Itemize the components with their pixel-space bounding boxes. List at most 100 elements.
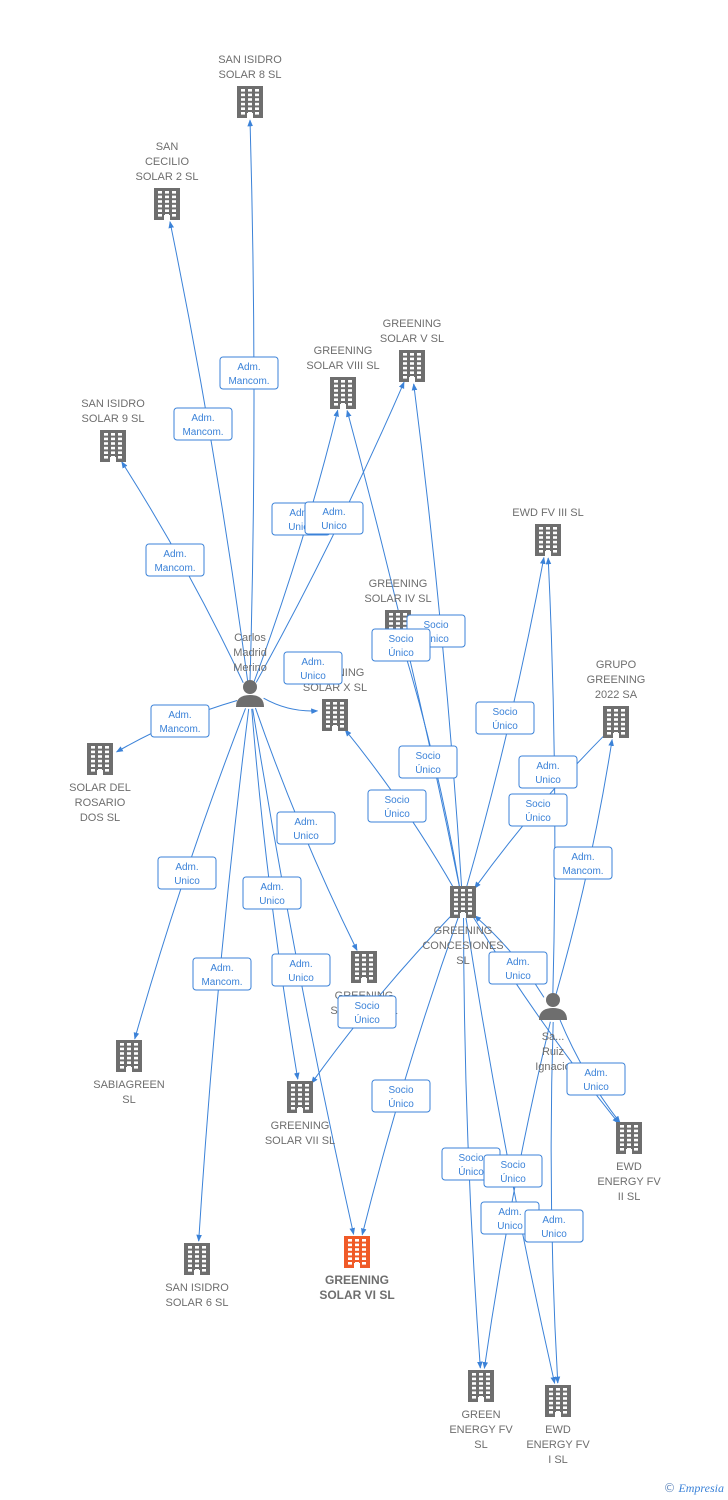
building-window <box>333 706 337 710</box>
building-window <box>553 550 557 553</box>
building-window <box>118 456 122 459</box>
building-window <box>563 1401 567 1405</box>
building-window <box>202 1269 206 1272</box>
building-window <box>305 1097 309 1101</box>
building-window <box>539 550 543 553</box>
edge-label[interactable]: Adm.Mancom. <box>145 543 205 577</box>
building-window <box>188 1264 192 1267</box>
edge-n_concesiones-n_vi <box>361 915 460 1236</box>
edge-label-text: Unico <box>541 1229 567 1240</box>
building-window <box>369 967 373 971</box>
building-window <box>486 1373 490 1376</box>
building-window <box>340 720 344 723</box>
edge-label[interactable]: Adm.Mancom. <box>219 356 279 390</box>
building-door <box>110 457 116 462</box>
building-door <box>545 551 551 556</box>
building-window <box>546 545 550 548</box>
edge-label[interactable]: Adm.Mancom. <box>192 957 252 991</box>
edge-label[interactable]: Adm.Unico <box>566 1062 626 1096</box>
edge-label-box <box>173 407 233 441</box>
building-window <box>118 442 122 445</box>
node-n_ewd3[interactable]: EWD FV III SL <box>512 507 584 556</box>
edge-label[interactable]: Adm.Unico <box>276 811 336 845</box>
building-window <box>98 759 102 763</box>
edge-label[interactable]: Adm.Unico <box>283 651 343 685</box>
edge-label[interactable]: Adm.Unico <box>488 951 548 985</box>
building-window <box>627 1134 631 1137</box>
edge-label-box <box>219 356 279 390</box>
footer-brand[interactable]: ©Empresia <box>663 1481 724 1496</box>
building-window <box>553 531 557 535</box>
building-window <box>627 1143 631 1146</box>
edge-label-text: Único <box>384 807 410 820</box>
building-window <box>241 98 245 101</box>
building-window <box>91 746 95 749</box>
building-window <box>340 702 344 705</box>
edge-n_carlos-n_viii <box>253 409 339 682</box>
edge-label[interactable]: Adm.Unico <box>524 1209 584 1243</box>
building-window <box>158 214 162 217</box>
edge-label-text: Único <box>492 719 518 732</box>
node-label-line: SABIAGREEN <box>93 1079 165 1091</box>
edge-label[interactable]: Adm.Unico <box>242 876 302 910</box>
edge-label-text: Adm. <box>584 1068 607 1079</box>
building-window <box>461 902 465 906</box>
node-label-line: EWD FV III SL <box>512 507 584 519</box>
edge-label[interactable]: Adm.Unico <box>271 953 331 987</box>
building-window <box>202 1259 206 1263</box>
edge-n_concesiones-n_ewd2 <box>470 913 620 1124</box>
edge-label[interactable]: Adm.Unico <box>157 856 217 890</box>
building-window <box>556 1388 560 1391</box>
building-window <box>362 1248 366 1251</box>
edge-n_ruiz-n_ewd1 <box>550 1021 561 1384</box>
edge-label-text: Socio <box>525 799 550 810</box>
building-window <box>118 446 122 450</box>
building-window <box>118 437 122 441</box>
building-window <box>134 1052 138 1055</box>
building-window <box>255 112 259 115</box>
node-label-line: GREENING <box>434 925 493 937</box>
building-window <box>158 200 162 203</box>
building-icon <box>603 706 629 738</box>
edge-label[interactable]: Adm.Mancom. <box>150 704 210 738</box>
edge-label-text: Socio <box>500 1160 525 1171</box>
edge-label[interactable]: Adm.Unico <box>518 755 578 789</box>
node-label-line: SAN ISIDRO <box>165 1282 229 1294</box>
building-window <box>556 1401 560 1405</box>
building-icon <box>287 1081 313 1113</box>
building-window <box>417 371 421 374</box>
edge-label[interactable]: Adm.Mancom. <box>173 407 233 441</box>
building-window <box>614 713 618 717</box>
edge-label[interactable]: Adm.Mancom. <box>553 846 613 880</box>
edge-label[interactable]: Adm.Unico <box>304 501 364 535</box>
edge-label-text: Unico <box>505 971 531 982</box>
edge-label-text: Socio <box>423 620 448 631</box>
building-window <box>620 1125 624 1128</box>
